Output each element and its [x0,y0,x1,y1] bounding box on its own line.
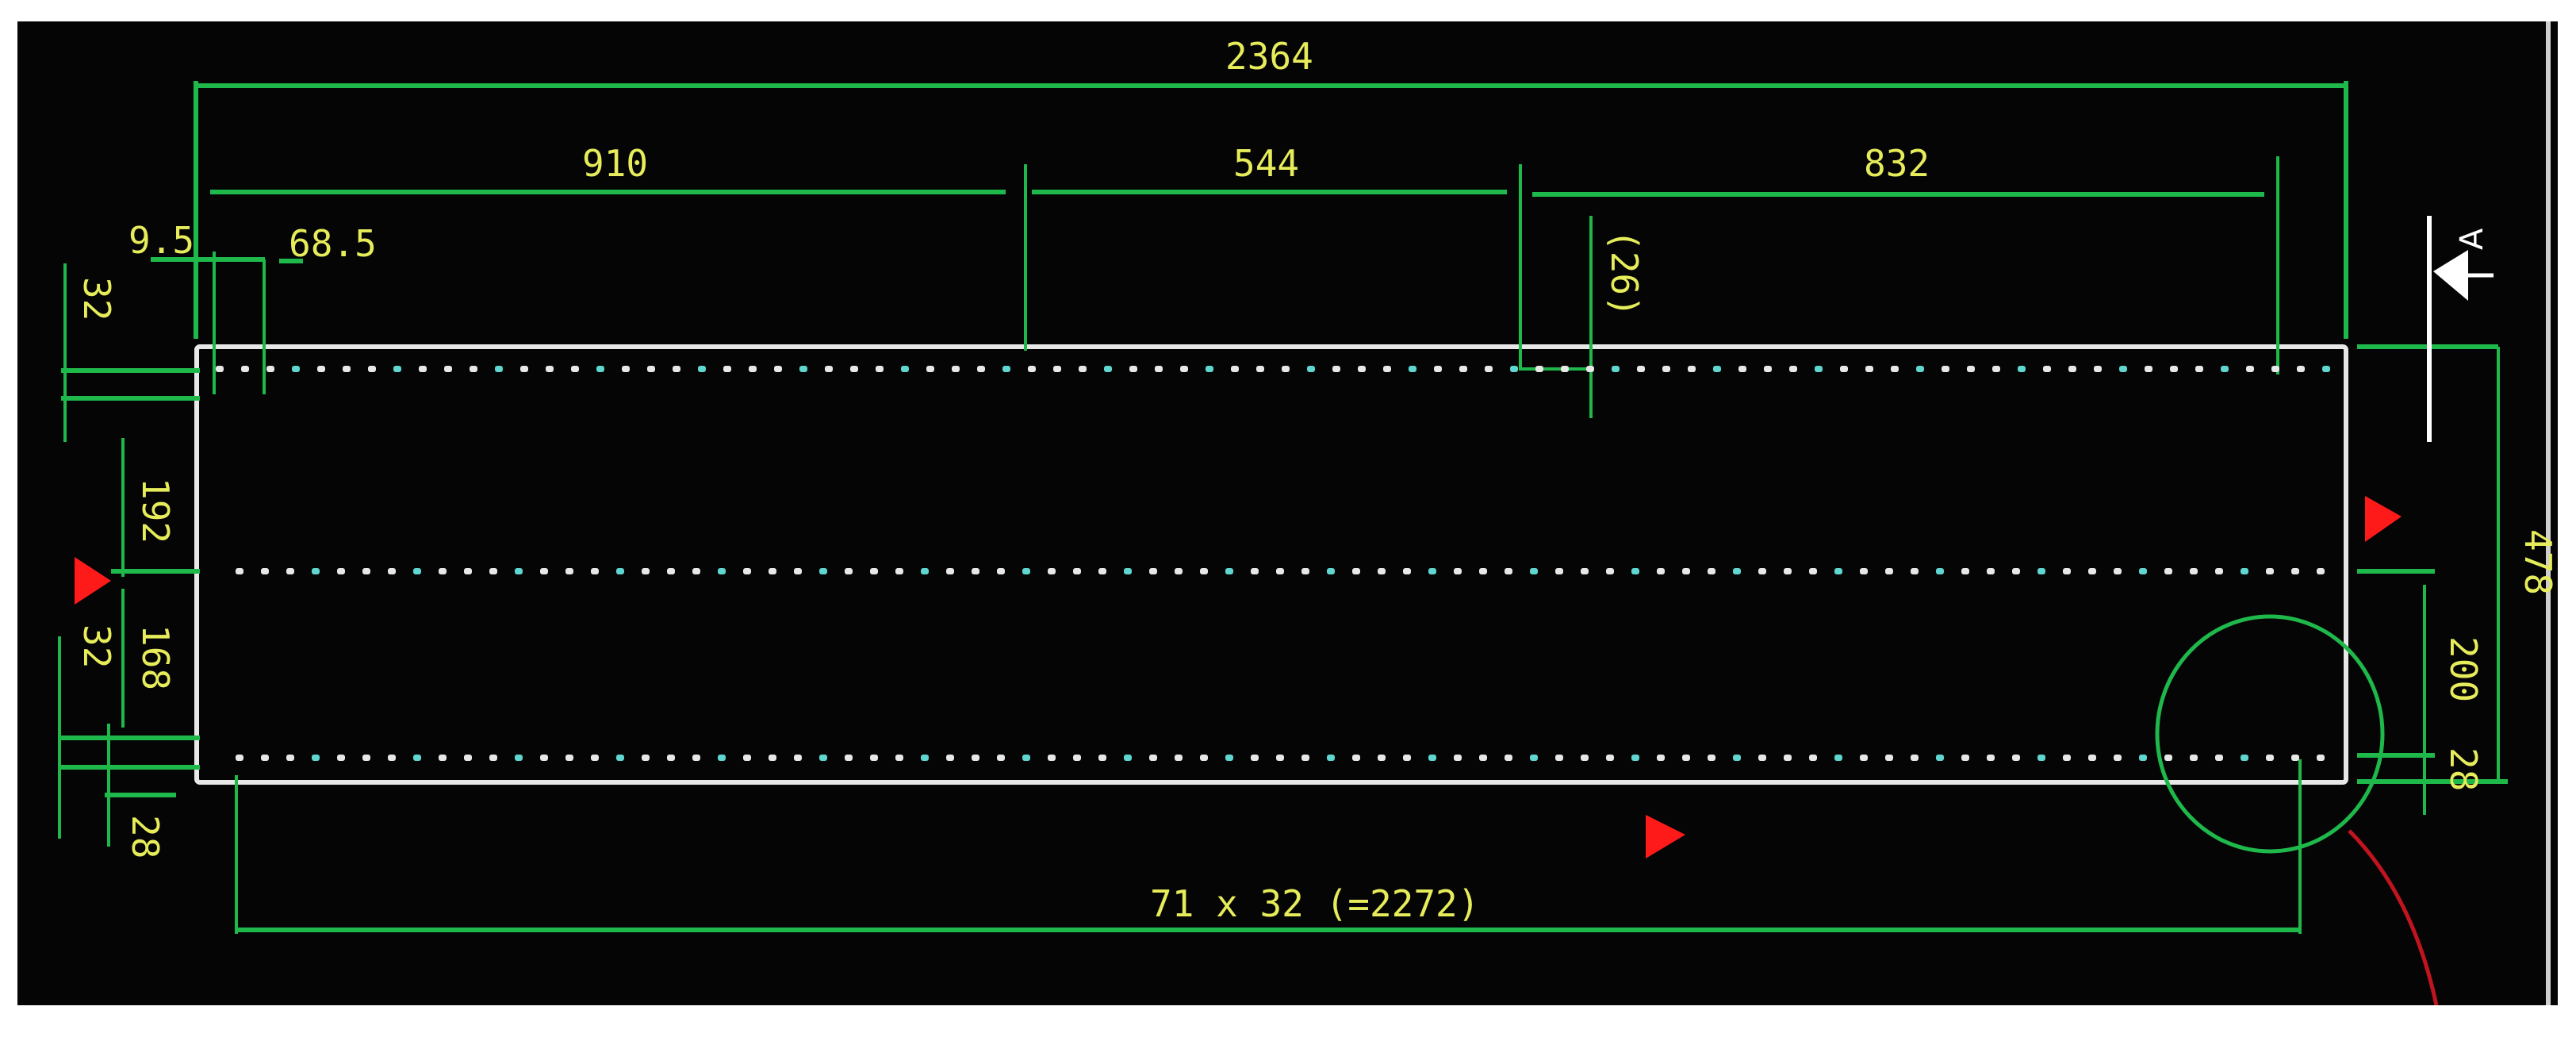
label-offset-26: (26) [1603,229,1646,317]
label-right-bottom-cover: 28 [2442,747,2485,791]
red-triangle-marker-icon [1646,815,1685,858]
label-overall-length: 2364 [1225,35,1313,78]
rebar-row-bottom [236,755,2325,761]
label-left-mid-cover: 32 [75,624,118,668]
label-left-upper-spacing: 192 [134,478,177,543]
detail-circle-icon [2155,614,2385,854]
red-triangle-marker-icon [2365,496,2402,542]
slab-outline [194,344,2348,785]
dim-left-offsets [151,252,303,394]
label-left-offset-a: 9.5 [128,219,194,262]
label-segment-2: 544 [1233,142,1299,185]
dim-segments [210,156,2279,418]
label-bottom-spacing: 71 x 32 (=2272) [1150,882,1479,925]
dim-left-verticals [58,263,200,847]
rebar-row-top [216,366,2330,372]
section-arrow-icon: A [2427,216,2494,442]
label-left-lower-spacing: 168 [134,624,177,690]
label-left-top-cover: 32 [75,277,118,321]
label-segment-1: 910 [582,142,648,185]
label-right-overall-height: 478 [2517,529,2558,595]
dim-overall-length [194,81,2348,339]
label-segment-3: 832 [1864,142,1930,185]
label-left-offset-b: 68.5 [289,222,377,265]
drawing-svg: A 2364 910 544 832 9.5 68.5 (26) 32 192 … [58,21,2558,1005]
rebar-row-middle [236,568,2325,574]
cad-drawing-canvas: A 2364 910 544 832 9.5 68.5 (26) 32 192 … [17,21,2558,1005]
section-label: A [2454,228,2490,250]
label-left-bottom-cover: 28 [124,815,167,858]
detail-leader-line [2348,829,2439,1005]
label-right-spacing: 200 [2442,636,2485,702]
red-triangle-marker-icon [75,557,111,605]
dim-right-verticals [2357,344,2508,815]
